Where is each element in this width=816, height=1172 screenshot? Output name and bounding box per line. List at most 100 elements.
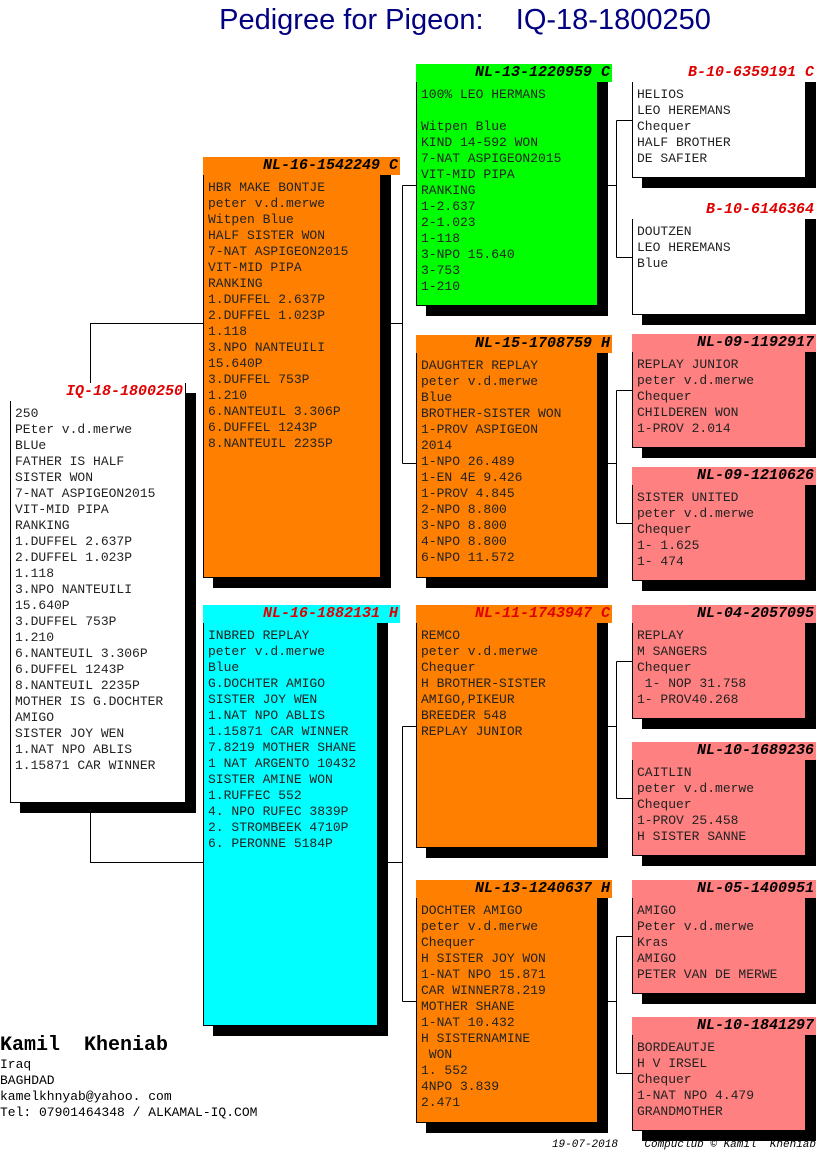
detail-line: 100% LEO HERMANS — [421, 87, 546, 102]
detail-line: 7-NAT ASPIGEON2015 — [421, 151, 562, 166]
detail-line: BROTHER-SISTER WON — [421, 406, 562, 421]
detail-line: peter v.d.merwe — [208, 196, 326, 211]
detail-line: HALF BROTHER — [637, 135, 731, 150]
detail-line: G.DOCHTER AMIGO — [208, 676, 326, 691]
detail-line: 1-118 — [421, 231, 461, 246]
detail-line: DOUTZEN — [637, 224, 692, 239]
detail-line: peter v.d.merwe — [637, 373, 755, 388]
detail-line: M SANGERS — [637, 644, 708, 659]
detail-line: 1.210 — [208, 388, 248, 403]
detail-line — [421, 103, 561, 119]
detail-line: 8.NANTEUIL 2235P — [208, 436, 333, 451]
detail-line: PEter v.d.merwe — [15, 422, 133, 437]
detail-line: Kras — [637, 935, 669, 950]
detail-line: peter v.d.merwe — [208, 644, 326, 659]
detail-line: 1-PROV 25.458 — [637, 813, 739, 828]
detail-line: SISTER JOY WEN — [208, 692, 318, 707]
detail-line: 1-NAT 10.432 — [421, 1015, 515, 1030]
detail-line: GRANDMOTHER — [637, 1104, 723, 1119]
detail-line: DE SAFIER — [637, 151, 708, 166]
detail-line: H BROTHER-SISTER — [421, 676, 546, 691]
owner-email: kamelkhnyab@yahoo. com — [0, 1089, 172, 1104]
detail-line: 6.DUFFEL 1243P — [15, 662, 125, 677]
detail-line: MOTHER IS G.DOCHTER — [15, 694, 164, 709]
detail-line: 4-NPO 8.800 — [421, 534, 507, 549]
detail-line: Witpen Blue — [421, 119, 507, 134]
detail-line: 7.8219 MOTHER SHANE — [208, 740, 357, 755]
detail-line: Chequer — [637, 797, 692, 812]
owner-country: Iraq — [0, 1057, 32, 1072]
ring-number: NL-09-1192917 — [632, 334, 816, 352]
detail-line: RANKING — [15, 518, 70, 533]
detail-line: SISTER UNITED — [637, 490, 739, 505]
detail-line: PETER VAN DE MERWE — [637, 967, 778, 982]
detail-line: 7-NAT ASPIGEON2015 — [208, 244, 349, 259]
detail-line: RANKING — [208, 276, 263, 291]
ring-number: NL-16-1542249 C — [203, 157, 400, 175]
detail-line: DAUGHTER REPLAY — [421, 358, 539, 373]
detail-line: Peter v.d.merwe — [637, 919, 755, 934]
ring-number: NL-16-1882131 H — [203, 605, 400, 623]
detail-line: 1-210 — [421, 279, 461, 294]
ring-number: NL-15-1708759 H — [416, 335, 612, 353]
detail-line: 1-PROV 2.014 — [637, 421, 731, 436]
detail-line: 1.15871 CAR WINNER — [208, 724, 349, 739]
detail-line: VIT-MID PIPA — [15, 502, 109, 517]
detail-line: H SISTER JOY WON — [421, 951, 546, 966]
detail-line: H V IRSEL — [637, 1056, 708, 1071]
detail-line: 3-NPO 8.800 — [421, 518, 507, 533]
detail-line: Chequer — [637, 522, 692, 537]
detail-line: MOTHER SHANE — [421, 999, 515, 1014]
detail-line: Chequer — [637, 1072, 692, 1087]
detail-line: HALF SISTER WON — [208, 228, 326, 243]
detail-line: KIND 14-592 WON — [421, 135, 539, 150]
detail-line: 1. 552 — [421, 1063, 468, 1078]
detail-line: 1.NAT NPO ABLIS — [208, 708, 326, 723]
detail-line: peter v.d.merwe — [637, 506, 755, 521]
detail-line: 1 NAT ARGENTO 10432 — [208, 756, 357, 771]
detail-line: 1-PROV 4.845 — [421, 486, 515, 501]
detail-line: 1- NOP 31.758 — [637, 676, 747, 691]
detail-line: Blue — [421, 390, 453, 405]
ring-number: NL-10-1841297 — [632, 1017, 816, 1035]
detail-line: INBRED REPLAY — [208, 628, 310, 643]
detail-line: VIT-MID PIPA — [421, 167, 515, 182]
detail-line: Witpen Blue — [208, 212, 294, 227]
detail-line: REPLAY JUNIOR — [421, 724, 523, 739]
ring-number: NL-09-1210626 — [632, 467, 816, 485]
owner-phone-website: Tel: 07901464348 / ALKAMAL-IQ.COM — [0, 1105, 258, 1120]
detail-line: 2-1.023 — [421, 215, 476, 230]
detail-line: HBR MAKE BONTJE — [208, 180, 326, 195]
ring-number: B-10-6359191 C — [632, 64, 816, 82]
detail-line: CAITLIN — [637, 765, 692, 780]
detail-line: 2.DUFFEL 1.023P — [208, 308, 326, 323]
connector-sire — [380, 185, 416, 464]
detail-line: 1-NAT NPO 4.479 — [637, 1088, 755, 1103]
ring-number: NL-04-2057095 — [632, 605, 816, 623]
detail-line: Chequer — [637, 119, 692, 134]
detail-line: VIT-MID PIPA — [208, 260, 302, 275]
detail-line: 6.NANTEUIL 3.306P — [208, 404, 341, 419]
detail-line: SISTER AMINE WON — [208, 772, 333, 787]
